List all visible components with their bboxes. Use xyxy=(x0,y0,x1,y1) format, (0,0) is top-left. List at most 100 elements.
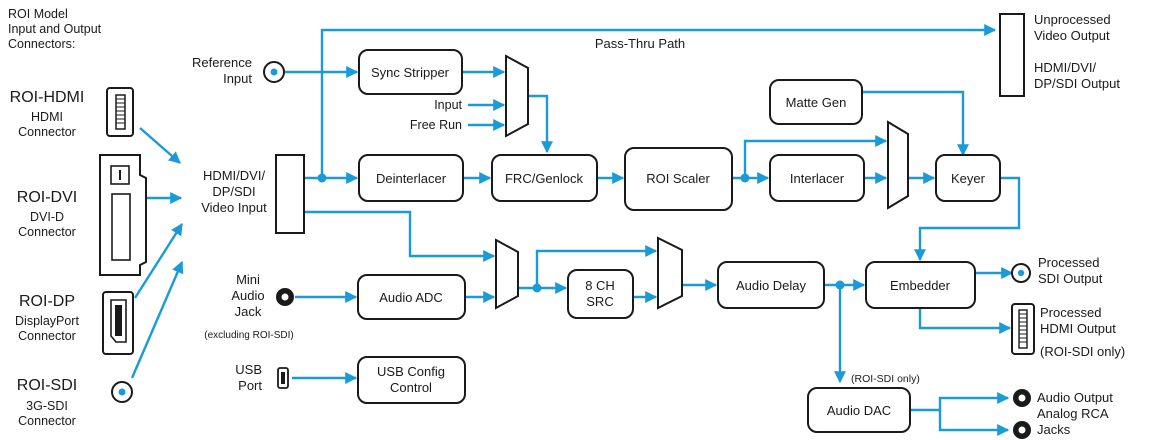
src-box xyxy=(567,269,634,319)
src-mux xyxy=(657,236,683,310)
rca-jack-icon xyxy=(1013,421,1031,439)
header-line: Connectors: xyxy=(8,37,75,51)
multiplexers xyxy=(495,54,909,310)
deinterlacer-box xyxy=(358,154,464,202)
sdi-to-input-wire xyxy=(130,260,184,379)
processing-blocks xyxy=(275,13,1025,433)
src-label: SRC xyxy=(586,294,613,309)
dac-to-rca2-wire xyxy=(938,410,1010,436)
connector-model: ROI-DP xyxy=(19,293,75,310)
sync-stripper-box xyxy=(358,49,463,95)
connector-model: ROI-DVI xyxy=(17,189,77,206)
hdmi-to-input-wire xyxy=(139,127,181,164)
connector-desc: Connector xyxy=(18,329,76,343)
usb-port-label: Port xyxy=(238,378,262,393)
junction-dot xyxy=(317,173,327,183)
connector-desc: DisplayPort xyxy=(15,314,79,328)
unprocessed-types-label: DP/SDI Output xyxy=(1034,76,1120,91)
mux-free-run-label: Free Run xyxy=(410,118,462,132)
keyer-box xyxy=(935,154,1001,202)
connector-desc: Connector xyxy=(18,125,76,139)
junction-dot xyxy=(532,283,542,293)
frc-genlock-label: FRC/Genlock xyxy=(505,171,584,186)
connector-desc: Connector xyxy=(18,225,76,239)
roi-scaler-label: ROI Scaler xyxy=(646,171,710,186)
labels: ROI Model Input and Output Connectors: R… xyxy=(8,7,1125,437)
matte-gen-box xyxy=(769,79,863,125)
processed-hdmi-label: HDMI Output xyxy=(1040,321,1116,336)
dvi-connector-icon xyxy=(99,154,147,276)
mux-input-label: Input xyxy=(434,98,462,112)
header-line: Input and Output xyxy=(8,22,102,36)
audio-dac-label: Audio DAC xyxy=(827,403,891,418)
video-input-label: DP/SDI xyxy=(212,184,255,199)
connector-model: ROI-SDI xyxy=(17,377,77,394)
audio-delay-box xyxy=(717,261,825,309)
dp-to-input-wire xyxy=(133,222,184,299)
embedder-to-hdmi-wire xyxy=(918,308,1012,334)
input-to-audio-mux-wire xyxy=(304,210,496,262)
processed-hdmi-label: Processed xyxy=(1040,305,1101,320)
roi-sdi-only-label: (ROI-SDI only) xyxy=(1040,344,1125,359)
video-input-label: HDMI/DVI/ xyxy=(203,168,266,183)
connector-desc: HDMI xyxy=(31,110,63,124)
reference-bnc-icon xyxy=(263,61,285,83)
header-line: ROI Model xyxy=(8,7,68,21)
audio-source-mux xyxy=(495,238,519,310)
audio-dac-box xyxy=(807,387,911,433)
mini-jack-icon xyxy=(276,288,294,306)
junction-dot xyxy=(835,280,845,290)
connector-desc: DVI-D xyxy=(30,210,64,224)
embedder-label: Embedder xyxy=(890,278,951,293)
interlacer-label: Interlacer xyxy=(790,171,845,186)
video-mux xyxy=(887,120,909,210)
dac-note-label: (ROI-SDI only) xyxy=(851,373,920,385)
connector-model: ROI-HDMI xyxy=(10,89,85,106)
matte-gen-label: Matte Gen xyxy=(786,95,847,110)
analog-output-label: Jacks xyxy=(1037,422,1071,437)
keyer-to-embedder-wire xyxy=(914,176,1021,262)
pass-thru-wire xyxy=(320,24,997,178)
hdmi-connector-icon xyxy=(106,87,134,137)
unprocessed-output-label: Video Output xyxy=(1034,28,1110,43)
audio-delay-label: Audio Delay xyxy=(736,278,807,293)
src-label: 8 CH xyxy=(585,278,615,293)
dac-to-rca1-wire xyxy=(910,392,1010,412)
audio-adc-box xyxy=(357,274,466,320)
pass-thru-label: Pass-Thru Path xyxy=(595,36,685,51)
mux-to-frc-wire xyxy=(528,94,553,154)
processed-sdi-bnc-icon xyxy=(1011,263,1031,283)
reference-input-label: Reference xyxy=(192,55,252,70)
keyer-label: Keyer xyxy=(951,171,986,186)
video-input-label: Video Input xyxy=(201,200,267,215)
deinterlacer-label: Deinterlacer xyxy=(376,171,447,186)
processed-sdi-label: SDI Output xyxy=(1038,271,1103,286)
usb-port-icon xyxy=(277,367,289,389)
analog-output-label: Analog RCA xyxy=(1037,406,1109,421)
frc-genlock-box xyxy=(491,154,598,202)
connector-desc: 3G-SDI xyxy=(26,399,68,413)
connector-desc: Connector xyxy=(18,414,76,428)
sdi-bnc-icon xyxy=(111,381,133,403)
junction-dots xyxy=(317,173,845,293)
processed-sdi-label: Processed xyxy=(1038,255,1099,270)
unprocessed-types-label: HDMI/DVI/ xyxy=(1034,60,1097,75)
mini-audio-label: Mini xyxy=(236,272,260,287)
processed-hdmi-icon xyxy=(1011,303,1035,355)
scaler-bypass-wire xyxy=(743,135,888,178)
unprocessed-output-label: Unprocessed xyxy=(1034,12,1111,27)
usb-config-label: Control xyxy=(390,380,432,395)
analog-output-label: Audio Output xyxy=(1037,390,1113,405)
displayport-connector-icon xyxy=(102,291,134,355)
interlacer-box xyxy=(769,154,865,202)
sync-mux xyxy=(505,54,529,138)
audio-adc-label: Audio ADC xyxy=(379,290,443,305)
mini-audio-label: Jack xyxy=(235,304,262,319)
embedder-box xyxy=(865,261,976,309)
usb-port-label: USB xyxy=(235,362,262,377)
usb-config-box xyxy=(357,356,466,404)
usb-config-label: USB Config xyxy=(377,364,445,379)
signal-wires xyxy=(130,24,1021,436)
connector-icons xyxy=(99,61,1035,439)
